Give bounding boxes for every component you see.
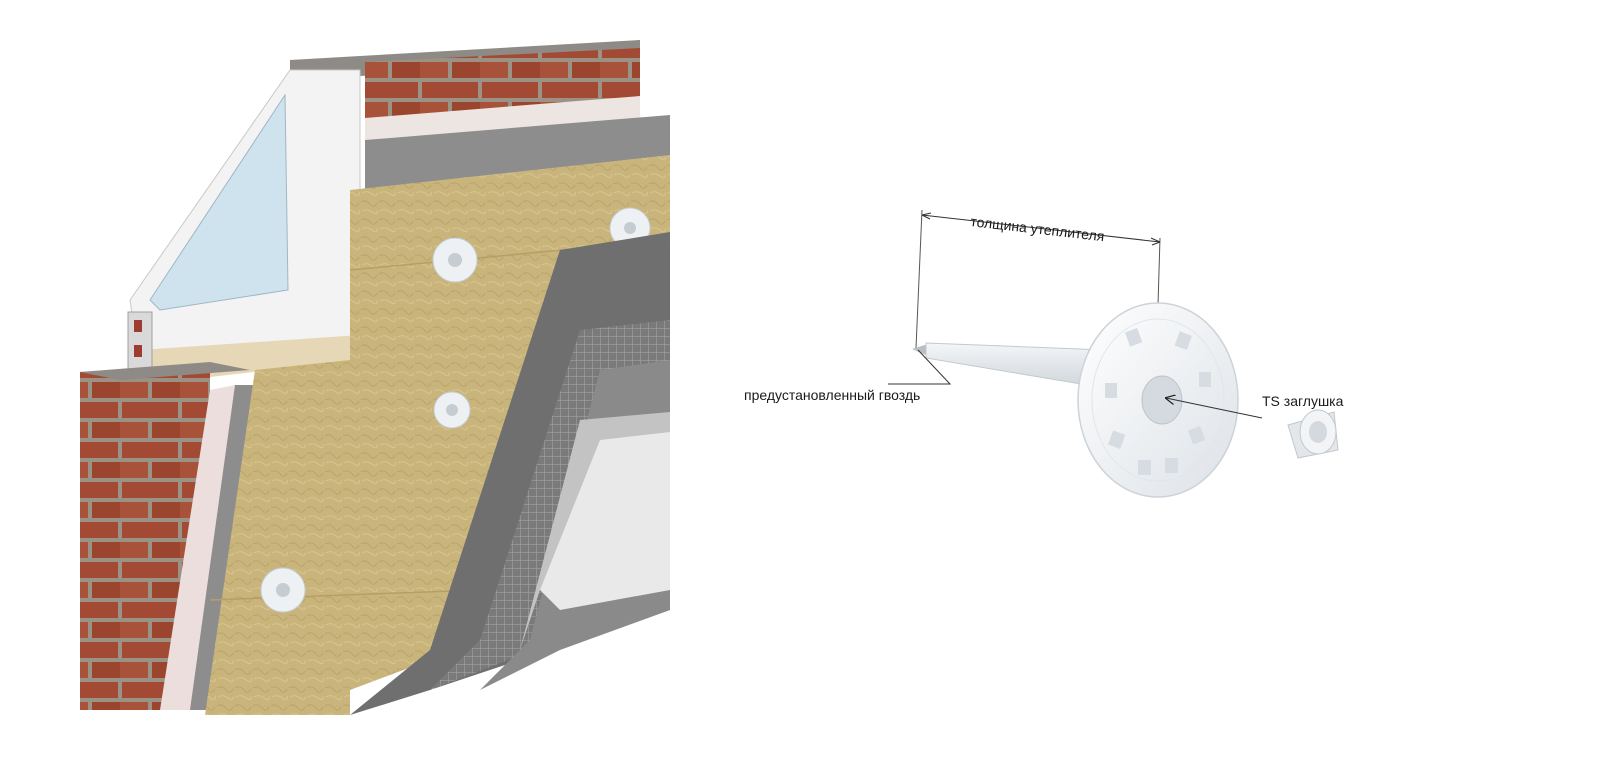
preinstalled-nail-label: предустановленный гвоздь: [744, 387, 920, 403]
insulation-thickness-label: толщина утеплителя: [970, 213, 1106, 244]
dowel-cap: [433, 238, 477, 282]
ts-plug: [1288, 410, 1338, 458]
dowel-disc: [1078, 303, 1238, 497]
dimension-extension-right: [1158, 238, 1160, 305]
dowel-diagram: толщина утеплителя предустановленный гво…: [744, 210, 1344, 497]
dowel-cap: [261, 568, 305, 612]
dowel-cap: [434, 392, 470, 428]
wall-cutaway: [80, 40, 670, 715]
ts-plug-label: TS заглушка: [1262, 393, 1344, 409]
dimension-extension-left: [916, 210, 922, 348]
dowel-shaft: [926, 343, 1105, 388]
window: [128, 70, 360, 385]
window-glass: [150, 95, 288, 310]
